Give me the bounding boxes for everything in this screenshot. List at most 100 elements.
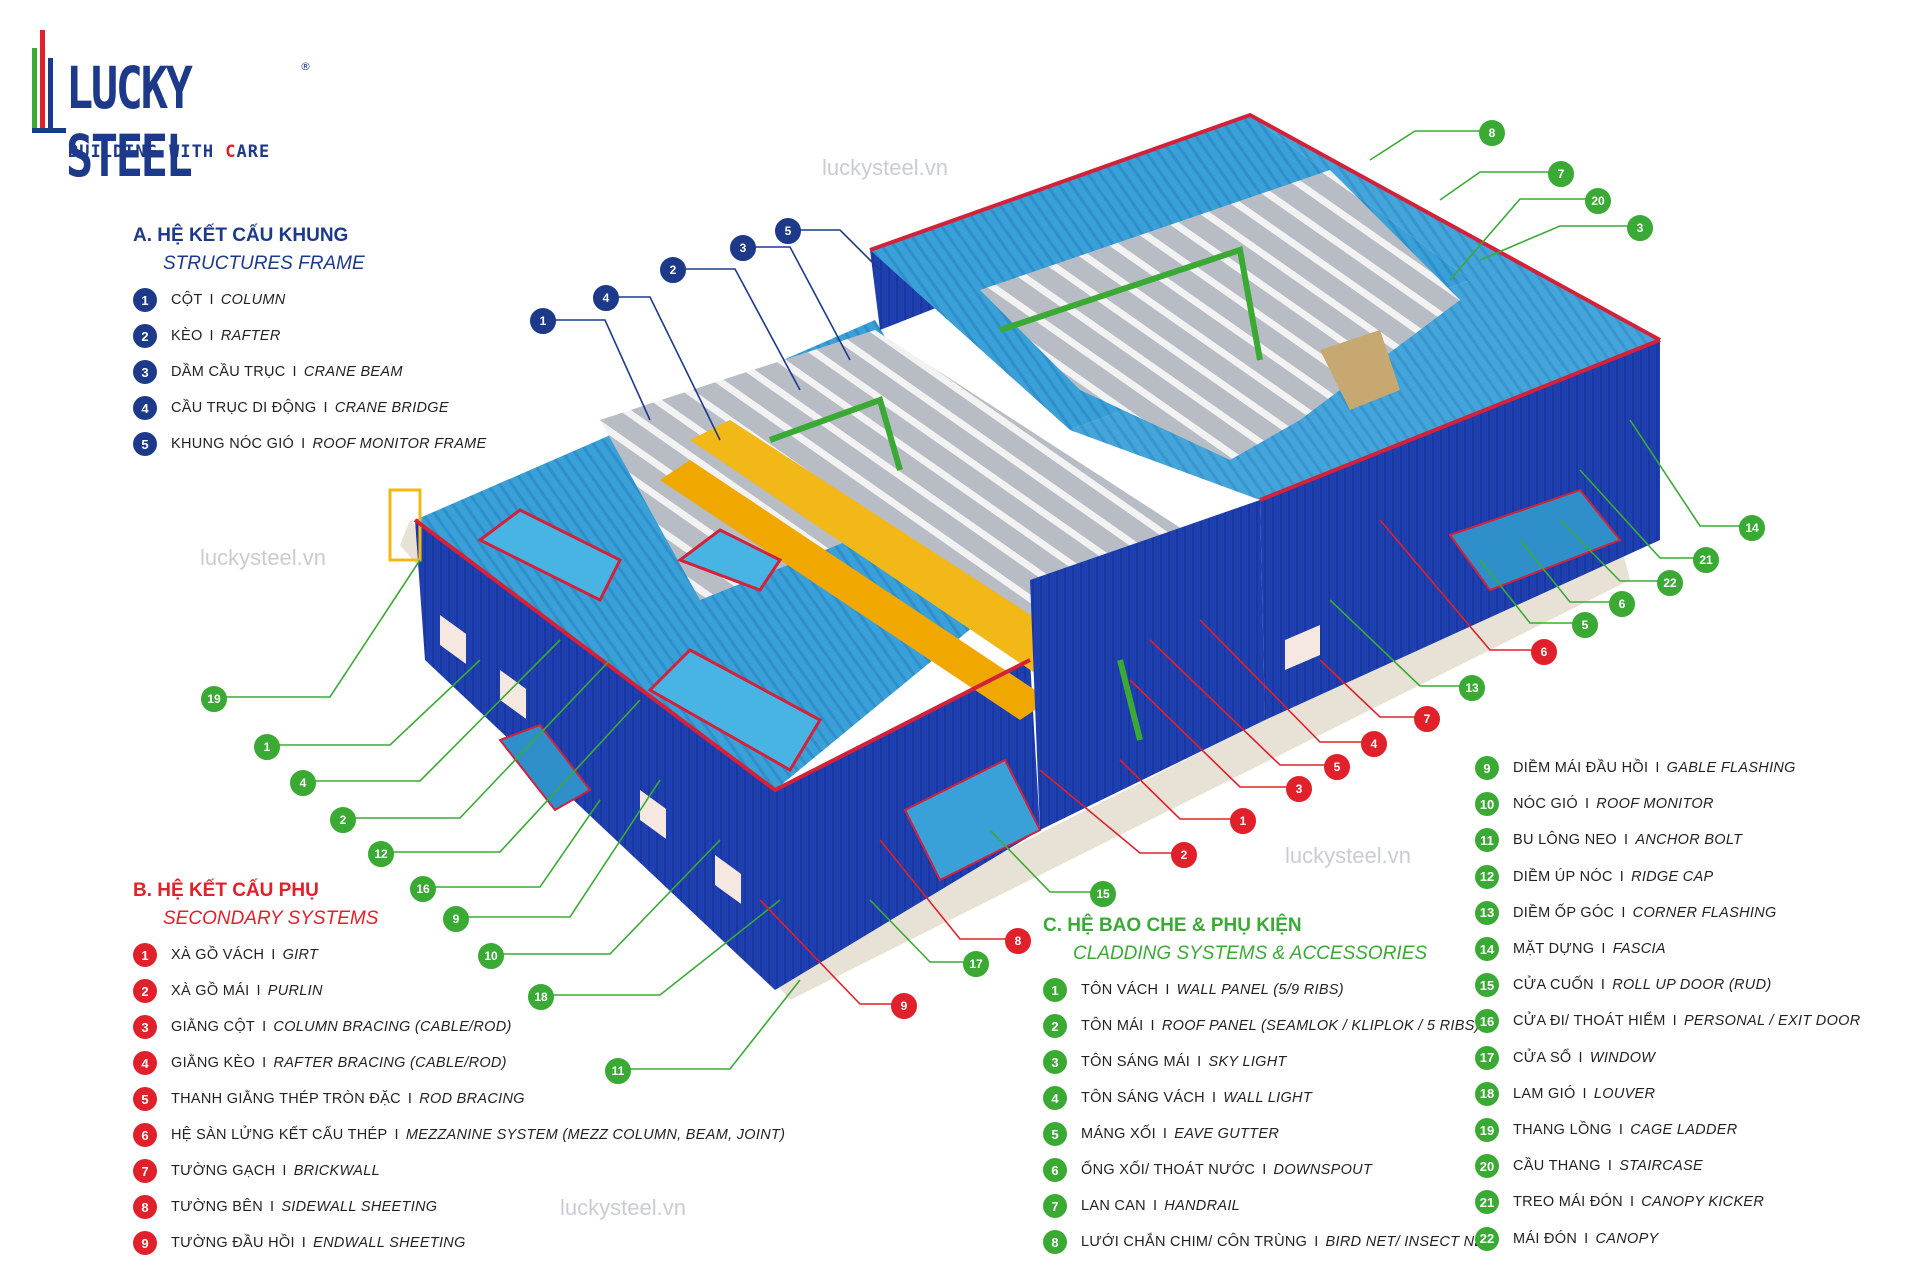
logo-wordmark: LUCKY STEEL bbox=[66, 54, 193, 190]
window bbox=[1285, 625, 1320, 670]
tagline-part: BUILDING WITH bbox=[68, 142, 226, 162]
green-frame bbox=[999, 246, 1263, 361]
legend-separator: I bbox=[301, 1235, 307, 1251]
legend-number-badge: 19 bbox=[1475, 1118, 1499, 1142]
legend-item-a-2: 2KèoIRafter bbox=[133, 323, 281, 349]
legend-item-c-12: 12Diềm úp nócIRidge cap bbox=[1475, 864, 1714, 890]
legend-item-en: Anchor bolt bbox=[1635, 832, 1743, 849]
legend-separator: I bbox=[1211, 1090, 1217, 1106]
legend-number-badge: 17 bbox=[1475, 1045, 1499, 1070]
legend-item-text: Thang lồngICage ladder bbox=[1513, 1122, 1737, 1138]
legend-item-vi: Tường bên bbox=[171, 1199, 263, 1215]
legend-item-vi: Tường đầu hồi bbox=[171, 1235, 295, 1251]
legend-item-b-9: 9Tường đầu hồiIEndwall sheeting bbox=[133, 1230, 466, 1256]
legend-separator: I bbox=[1162, 1126, 1168, 1142]
tagline-part: ARE bbox=[236, 142, 271, 162]
legend-item-en: Personal / exit door bbox=[1683, 1013, 1861, 1030]
legend-item-en: Roof panel (seamlok / kliplok / 5 ribs) bbox=[1161, 1018, 1480, 1034]
callout-green-7: 7 bbox=[1548, 161, 1574, 187]
legend-item-en: Sidewall sheeting bbox=[281, 1199, 438, 1215]
legend-separator: I bbox=[269, 1199, 275, 1215]
legend-separator: I bbox=[282, 1163, 287, 1179]
legend-number-badge: 4 bbox=[133, 396, 157, 420]
legend-item-text: Lưới chắn chim/ côn trùngIBird net/ inse… bbox=[1081, 1234, 1493, 1250]
callout-blue-4: 4 bbox=[593, 285, 619, 311]
legend-number-badge: 14 bbox=[1475, 937, 1499, 961]
legend-item-text: Khung nóc gióIRoof monitor frame bbox=[171, 436, 487, 452]
green-frame bbox=[1117, 659, 1143, 741]
legend-separator: I bbox=[1621, 904, 1626, 921]
legend-number-badge: 21 bbox=[1475, 1190, 1499, 1215]
legend-item-a-1: 1CộtIColumn bbox=[133, 287, 286, 313]
legend-item-b-7: 7Tường gạchIBrickwall bbox=[133, 1158, 380, 1184]
legend-number-badge: 8 bbox=[1043, 1230, 1067, 1254]
green-frame bbox=[768, 396, 903, 471]
legend-item-a-3: 3Dầm cầu trụcICrane beam bbox=[133, 359, 403, 385]
legend-item-vi: Tôn sáng vách bbox=[1081, 1090, 1205, 1106]
legend-item-text: Diềm ốp gócICorner flashing bbox=[1513, 905, 1777, 921]
callout-red-4: 4 bbox=[1361, 731, 1387, 757]
legend-separator: I bbox=[323, 400, 328, 416]
legend-item-text: Tường bên I Sidewall sheeting bbox=[171, 1199, 437, 1215]
legend-number-badge: 3 bbox=[1043, 1050, 1067, 1074]
staircase bbox=[1320, 330, 1400, 410]
legend-item-en: Column bbox=[220, 292, 286, 308]
legend-item-c-10: 10 Nóc gióIRoof monitor bbox=[1475, 791, 1714, 817]
window bbox=[500, 670, 526, 719]
window bbox=[640, 790, 666, 839]
legend-item-vi: Xà gồ vách bbox=[171, 947, 265, 963]
legend-item-c-5: 5Máng xốiIEave gutter bbox=[1043, 1121, 1279, 1147]
legend-number-badge: 6 bbox=[133, 1123, 157, 1147]
callout-red-8: 8 bbox=[1005, 928, 1031, 954]
legend-item-text: Tôn sáng máiISky light bbox=[1081, 1054, 1287, 1070]
legend-item-en: Canopy bbox=[1595, 1230, 1659, 1247]
canopy-right bbox=[1448, 488, 1622, 592]
callout-green-18: 18 bbox=[528, 984, 554, 1010]
legend-item-text: Mặt dựngIFascia bbox=[1513, 941, 1666, 957]
legend-item-text: Diềm úp nócIRidge cap bbox=[1513, 869, 1714, 885]
legend-item-vi: Thanh giằng thép tròn đặc bbox=[171, 1091, 401, 1107]
legend-item-en: Girt bbox=[282, 947, 319, 963]
legend-item-c-20: 20Cầu thangIStaircase bbox=[1475, 1153, 1703, 1179]
legend-item-text: Dầm cầu trụcICrane beam bbox=[171, 364, 403, 380]
red-trim bbox=[869, 112, 1661, 342]
leader-lines bbox=[223, 130, 1750, 1070]
callout-red-6: 6 bbox=[1531, 639, 1557, 665]
callout-green-9: 9 bbox=[443, 906, 469, 932]
legend-item-en: Roof monitor frame bbox=[312, 436, 487, 452]
legend-item-en: Rafter bbox=[220, 328, 281, 344]
crane-bridge-rail bbox=[660, 460, 1050, 720]
callout-green-16: 16 bbox=[410, 876, 436, 902]
legend-item-en: Mezzanine system (mezz column, beam, joi… bbox=[405, 1127, 786, 1143]
legend-separator: I bbox=[1584, 1230, 1589, 1247]
legend-item-a-4: 4Cầu trục di độngICrane bridge bbox=[133, 395, 449, 421]
legend-item-c-21: 21Treo mái đónICanopy kicker bbox=[1475, 1189, 1764, 1215]
legend-item-c-15: 15Cửa cuốnIRoll up door (RUD) bbox=[1475, 972, 1771, 998]
legend-item-text: Lam gióILouver bbox=[1513, 1086, 1655, 1102]
legend-item-vi: Cột bbox=[171, 292, 203, 308]
legend-item-text: Cửa sổIWindow bbox=[1513, 1050, 1655, 1066]
watermark: luckysteel.vn bbox=[560, 1195, 686, 1220]
callout-green-20: 20 bbox=[1585, 188, 1611, 214]
callout-red-1: 1 bbox=[1230, 808, 1256, 834]
legend-item-b-4: 4Giằng kèoIRafter bracing (cable/rod) bbox=[133, 1050, 507, 1076]
legend-item-text: Cầu thangIStaircase bbox=[1513, 1158, 1703, 1174]
legend-number-badge: 1 bbox=[1043, 978, 1067, 1002]
legend-item-text: Diềm mái đầu hồiIGable flashing bbox=[1513, 760, 1796, 776]
legend-item-en: Brickwall bbox=[293, 1163, 380, 1179]
legend-item-vi: Mặt dựng bbox=[1513, 941, 1595, 957]
legend-separator: I bbox=[1618, 1122, 1624, 1138]
legend-number-badge: 18 bbox=[1475, 1081, 1499, 1106]
section-a-subtitle: STRUCTURES FRAME bbox=[163, 253, 365, 274]
legend-number-badge: 5 bbox=[133, 1087, 157, 1111]
legend-item-en: Staircase bbox=[1619, 1158, 1703, 1175]
callout-green-3: 3 bbox=[1627, 215, 1653, 241]
legend-item-text: Nóc gióIRoof monitor bbox=[1513, 796, 1714, 812]
legend-item-a-5: 5Khung nóc gióIRoof monitor frame bbox=[133, 431, 487, 457]
callout-green-22: 22 bbox=[1657, 570, 1683, 596]
legend-item-vi: Diềm ốp góc bbox=[1513, 904, 1615, 921]
section-b-title: B. HỆ KẾT CẤU PHỤ bbox=[133, 880, 319, 901]
legend-item-text: Lan canIHandrail bbox=[1081, 1198, 1240, 1214]
legend-separator: I bbox=[1629, 1194, 1635, 1211]
legend-number-badge: 10 bbox=[1475, 792, 1499, 817]
